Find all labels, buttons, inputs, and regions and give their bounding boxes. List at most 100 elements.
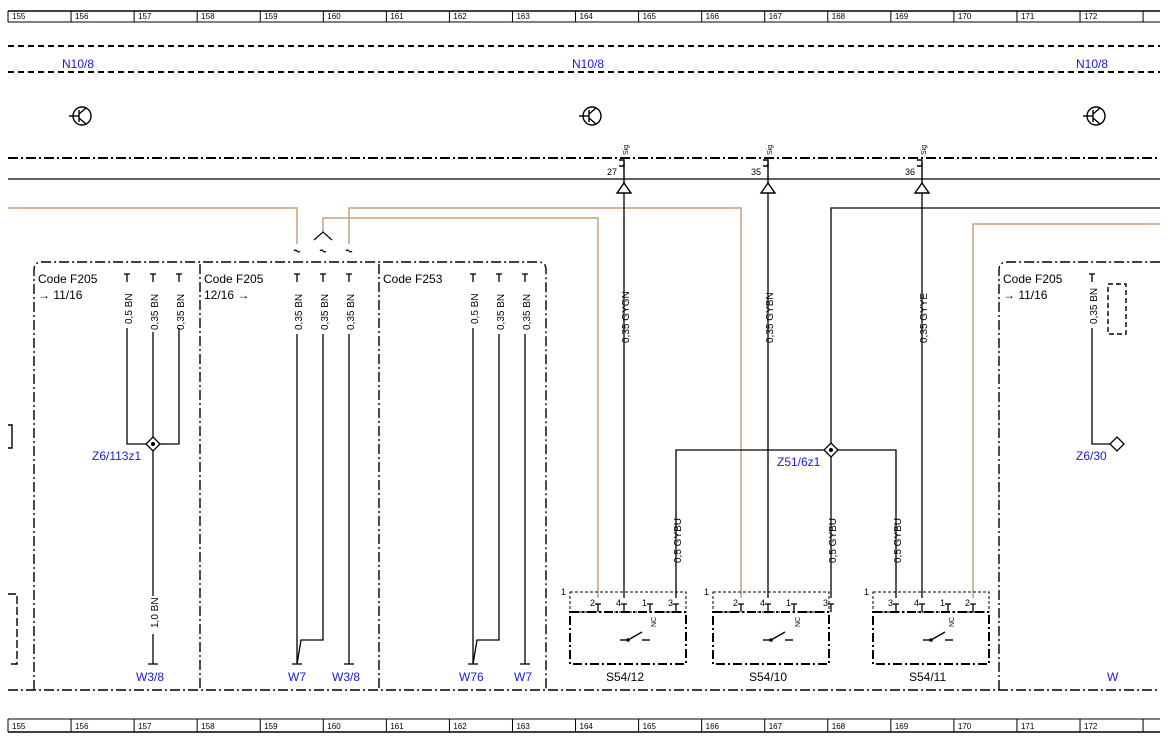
ecu-label-2: N10/8: [572, 57, 604, 71]
switch-label: S54/12: [606, 670, 644, 684]
switch-blade: [770, 631, 786, 641]
ruler-number: 158: [201, 722, 215, 731]
ruler-number: 157: [138, 12, 152, 21]
ruler-number: 160: [327, 722, 341, 731]
switch-pin-number: 2: [590, 598, 595, 608]
brown-wires: [8, 207, 1160, 598]
switch-pin: [945, 603, 951, 612]
ecu-boundary: [8, 45, 1160, 159]
wire-label: 0,35 BN: [176, 294, 187, 330]
ruler-number: 172: [1084, 722, 1098, 731]
transistor-icon: [69, 106, 92, 126]
ruler-number: 169: [895, 722, 909, 731]
switch-header: [872, 591, 990, 613]
wire-label: 0,35 BN: [294, 294, 305, 330]
switch-header: [712, 591, 830, 613]
wire-label: 0,5 GYBU: [673, 518, 684, 563]
ruler-number: 171: [1021, 722, 1035, 731]
wire-label: 0,35 BN: [496, 294, 507, 330]
switch-body: [712, 611, 830, 665]
ruler-number: 162: [453, 722, 467, 731]
sig-label: Sig: [767, 145, 774, 155]
ruler-number: 164: [580, 722, 594, 731]
transistor-icon: [1083, 106, 1106, 126]
ruler-number: 169: [895, 12, 909, 21]
switch-pin-one: 1: [704, 587, 709, 597]
ruler-number: 161: [390, 12, 404, 21]
ruler-number: 155: [12, 12, 26, 21]
wire-label: 0,35 GYYE: [919, 293, 930, 343]
wire-label: 1,0 BN: [150, 597, 161, 628]
left-partial-connector: [8, 424, 18, 665]
switch-pin-number: 1: [642, 598, 647, 608]
ground-label: W: [1107, 670, 1119, 684]
ruler-number: 170: [958, 722, 972, 731]
switch-pin: [828, 603, 834, 612]
ruler-number: 166: [706, 12, 720, 21]
ground-label: W76: [459, 670, 484, 684]
ground-wires: [126, 328, 1110, 665]
wire-label: 0,35 GYGN: [621, 291, 632, 343]
switch-pin: [791, 603, 797, 612]
ruler-number: 168: [832, 722, 846, 731]
switch-pin-number: 2: [733, 598, 738, 608]
splice-label: Z6/30: [1076, 449, 1107, 463]
ruler-number: 163: [516, 722, 530, 731]
ruler-number: 170: [958, 12, 972, 21]
switch-body: [569, 611, 687, 665]
switch-pin-one: 1: [864, 587, 869, 597]
ecu-label-1: N10/8: [62, 57, 94, 71]
code-box-outlines: [8, 261, 1160, 691]
ecu-label-3: N10/8: [1076, 57, 1108, 71]
code-ref: → 11/16: [38, 288, 83, 302]
code-label: Code F205: [1003, 272, 1063, 286]
switch-pin: [673, 603, 679, 612]
ruler-number: 157: [138, 722, 152, 731]
splice-icon: [823, 442, 839, 458]
wire-label: 0,35 BN: [346, 294, 357, 330]
wire-label: 0,5 BN: [124, 293, 135, 324]
ruler-number: 172: [1084, 12, 1098, 21]
switch-pin: [595, 603, 601, 612]
pin-number: 36: [905, 167, 915, 177]
connector-box: [1107, 283, 1127, 335]
switch-pin-number: 4: [760, 598, 765, 608]
splice-icon: [1109, 436, 1125, 452]
ruler-number: 165: [643, 722, 657, 731]
switch-nc-label: NC: [949, 617, 956, 627]
ruler-number: 156: [75, 722, 89, 731]
switch-header: [569, 591, 687, 613]
wire-label: 0,35 BN: [320, 294, 331, 330]
wire-label: 0,5 GYBU: [828, 518, 839, 563]
code-ref: → 11/16: [1003, 288, 1048, 302]
sig-connectors: Sig Sig Sig 27 35 36: [607, 145, 931, 194]
pin-number: 27: [607, 167, 617, 177]
switch-pin: [970, 603, 976, 612]
wire-break-marks: [293, 231, 353, 253]
switch-blade: [930, 631, 946, 641]
switch-label: S54/10: [749, 670, 787, 684]
ruler-number: 162: [453, 12, 467, 21]
switch-pin: [738, 603, 744, 612]
switch-nc-label: NC: [795, 617, 802, 627]
ruler-number: 167: [769, 12, 783, 21]
splice-label: Z51/6z1: [777, 455, 821, 469]
switch-pin: [621, 603, 627, 612]
ruler-number: 164: [580, 12, 594, 21]
transistor-icon: [579, 106, 602, 126]
ruler-number: 161: [390, 722, 404, 731]
wire-label: 0,35 BN: [150, 294, 161, 330]
ruler-number: 155: [12, 722, 26, 731]
ground-label: W7: [288, 670, 306, 684]
code-label: Code F205: [204, 272, 264, 286]
switch-pin: [647, 603, 653, 612]
switch-body: [872, 611, 990, 665]
